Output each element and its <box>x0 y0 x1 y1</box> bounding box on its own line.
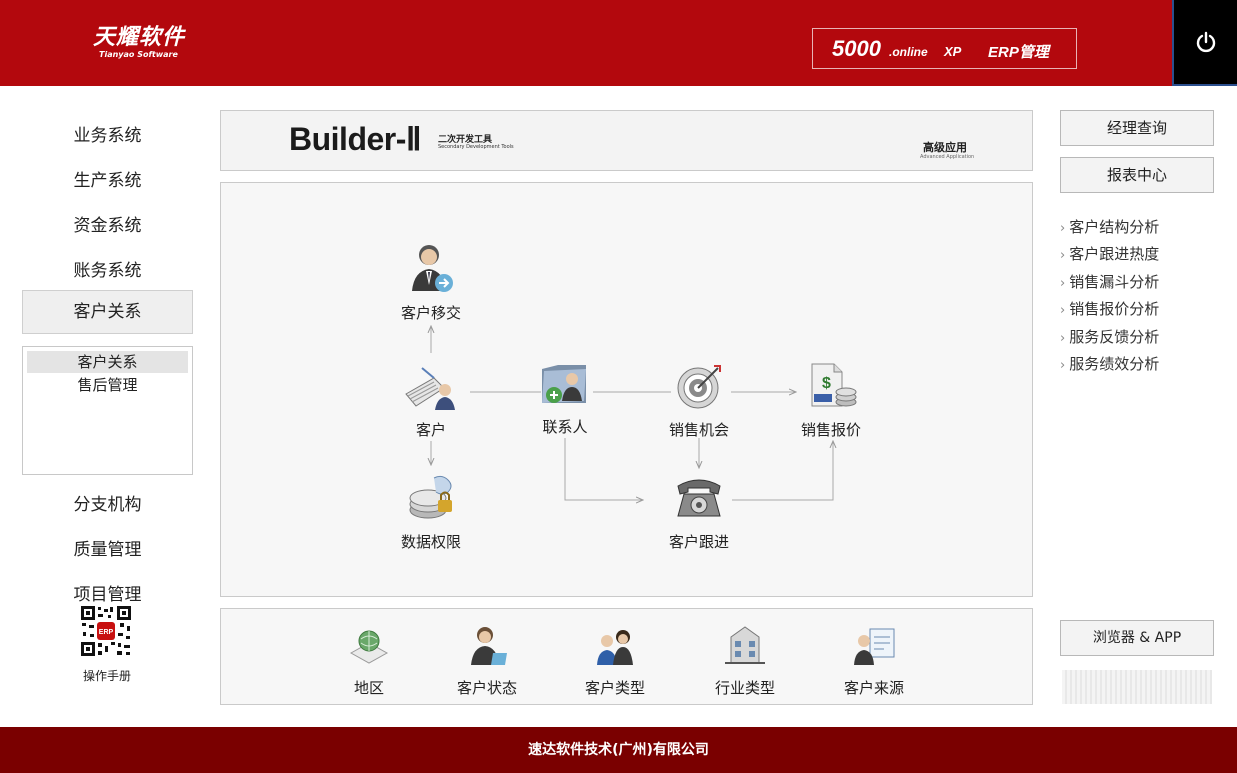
top-header: 天耀软件 Tianyao Software 5000 .online XP ER… <box>0 0 1237 86</box>
node-sales-opportunity[interactable]: 销售机会 <box>649 358 749 440</box>
brand-number: 5000 <box>832 36 881 61</box>
nav-customer-relations[interactable]: 客户关系 <box>22 290 193 334</box>
item-region[interactable]: 地区 <box>324 623 414 698</box>
nav-accounting-system[interactable]: 账务系统 <box>73 261 142 281</box>
node-customer[interactable]: 客户 <box>381 358 481 440</box>
chevron-right-icon: › <box>1060 331 1066 346</box>
item-industry-type[interactable]: 行业类型 <box>700 623 790 698</box>
label-region: 地区 <box>353 679 384 697</box>
banner-title: Builder-Ⅱ <box>289 121 422 157</box>
nav-fund-system[interactable]: 资金系统 <box>73 216 142 236</box>
customer-settings-bar: 地区 客户状态 客户类型 行业类型 <box>220 608 1033 705</box>
logo-subtitle: Tianyao Software <box>99 50 178 59</box>
customer-icon <box>405 367 455 410</box>
flow-connectors <box>221 183 1034 598</box>
svg-text:$: $ <box>822 375 831 392</box>
link-service-performance[interactable]: ›服务绩效分析 <box>1060 353 1159 374</box>
industry-building-icon <box>725 626 765 664</box>
link-label: 服务反馈分析 <box>1069 328 1160 346</box>
banner-subtitle-cn: 二次开发工具 <box>438 135 493 145</box>
quote-money-icon: $ <box>811 363 857 407</box>
label-industry-type: 行业类型 <box>714 679 775 697</box>
user-transfer-icon <box>412 245 453 292</box>
link-label: 销售漏斗分析 <box>1069 273 1160 291</box>
link-label: 服务绩效分析 <box>1069 355 1160 373</box>
browser-app-button[interactable]: 浏览器 & APP <box>1060 620 1214 656</box>
brand-online: .online <box>889 45 928 59</box>
chevron-right-icon: › <box>1060 221 1066 236</box>
node-sales-quote[interactable]: $ 销售报价 <box>781 358 881 440</box>
label-customer-followup: 客户跟进 <box>668 533 729 551</box>
product-brand: 5000 .online XP ERP管理 <box>812 28 1077 69</box>
item-customer-source[interactable]: 客户来源 <box>829 623 919 698</box>
item-customer-status[interactable]: 客户状态 <box>442 623 532 698</box>
label-customer-status: 客户状态 <box>456 679 517 697</box>
node-customer-transfer[interactable]: 客户移交 <box>381 241 481 323</box>
label-data-permission: 数据权限 <box>400 533 461 551</box>
chevron-right-icon: › <box>1060 276 1066 291</box>
customer-flow-panel: 客户移交 客户 联系人 <box>220 182 1033 597</box>
link-label: 销售报价分析 <box>1069 300 1160 318</box>
subnav-after-sales[interactable]: 售后管理 <box>77 376 138 394</box>
nav-branch-office[interactable]: 分支机构 <box>73 495 142 515</box>
label-customer-source: 客户来源 <box>843 679 904 697</box>
report-center-button[interactable]: 报表中心 <box>1060 157 1214 193</box>
nav-project-management[interactable]: 项目管理 <box>73 585 142 605</box>
link-service-feedback[interactable]: ›服务反馈分析 <box>1060 326 1159 347</box>
link-label: 客户跟进热度 <box>1069 245 1160 263</box>
power-icon <box>1196 31 1215 53</box>
data-lock-icon <box>409 475 452 519</box>
logo-text: 天耀软件 <box>93 25 186 50</box>
presentation-icon <box>854 628 895 665</box>
link-label: 客户结构分析 <box>1069 218 1160 236</box>
label-sales-quote: 销售报价 <box>800 421 861 439</box>
decorative-pattern <box>1062 670 1212 704</box>
subnav-panel: 客户关系 售后管理 <box>22 346 193 475</box>
label-customer-type: 客户类型 <box>584 679 645 697</box>
manager-query-button[interactable]: 经理查询 <box>1060 110 1214 146</box>
nav-production-system[interactable]: 生产系统 <box>73 171 142 191</box>
power-button[interactable] <box>1172 0 1237 86</box>
advanced-application-en: Advanced Application <box>920 154 975 160</box>
link-sales-funnel[interactable]: ›销售漏斗分析 <box>1060 271 1159 292</box>
operation-manual-link[interactable]: 操作手册 <box>82 669 131 683</box>
chevron-right-icon: › <box>1060 303 1066 318</box>
label-customer-transfer: 客户移交 <box>400 304 461 322</box>
node-data-permission[interactable]: 数据权限 <box>381 470 481 552</box>
label-customer: 客户 <box>415 421 446 439</box>
label-sales-opportunity: 销售机会 <box>668 421 729 439</box>
brand-xp: XP <box>944 44 962 59</box>
user-status-icon <box>471 627 507 665</box>
contact-folder-icon <box>542 365 586 403</box>
link-followup-heat[interactable]: ›客户跟进热度 <box>1060 243 1159 264</box>
node-customer-followup[interactable]: 客户跟进 <box>649 470 749 552</box>
footer-company: 速达软件技术(广州)有限公司 <box>528 742 709 758</box>
banner-subtitle-en: Secondary Development Tools <box>438 144 514 150</box>
link-customer-structure[interactable]: ›客户结构分析 <box>1060 216 1159 237</box>
nav-quality-management[interactable]: 质量管理 <box>73 540 142 560</box>
logo: 天耀软件 Tianyao Software <box>93 26 185 60</box>
node-contact[interactable]: 联系人 <box>515 355 615 437</box>
chevron-right-icon: › <box>1060 248 1066 263</box>
footer: 速达软件技术(广州)有限公司 <box>0 727 1237 773</box>
link-sales-quote-analysis[interactable]: ›销售报价分析 <box>1060 298 1159 319</box>
brand-erp: ERP管理 <box>988 44 1049 61</box>
label-contact: 联系人 <box>542 418 588 436</box>
item-customer-type[interactable]: 客户类型 <box>570 623 660 698</box>
chevron-right-icon: › <box>1060 358 1066 373</box>
telephone-icon <box>677 479 721 517</box>
advanced-application-link[interactable]: 高级应用 <box>923 141 967 154</box>
nav-business-system[interactable]: 业务系统 <box>73 126 142 146</box>
globe-icon <box>349 630 389 664</box>
builder-banner: Builder-Ⅱ 二次开发工具 Secondary Development T… <box>220 110 1033 171</box>
qr-code-icon[interactable]: ERP <box>80 605 132 657</box>
subnav-customer-relations[interactable]: 客户关系 <box>27 351 188 373</box>
users-group-icon <box>597 630 633 665</box>
svg-text:ERP: ERP <box>99 629 114 636</box>
target-icon <box>677 365 721 409</box>
